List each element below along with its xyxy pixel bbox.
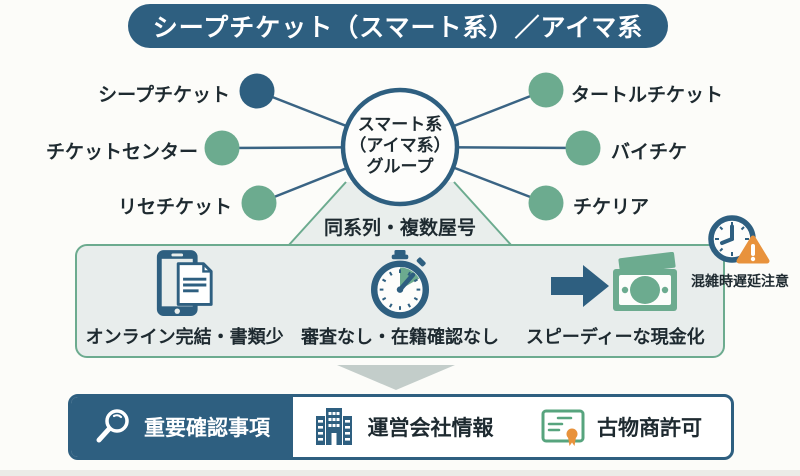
feature-item-fast-cash: スピーディーな現金化 <box>508 246 723 356</box>
arrow-to-banknote-icon <box>549 246 681 323</box>
title-banner: シープチケット（スマート系）／アイマ系 <box>128 4 668 48</box>
hub-circle <box>340 87 460 207</box>
feature-label-online: オンライン完結・書類少 <box>85 327 284 348</box>
node-label-sheep-ticket: シープチケット <box>98 84 230 106</box>
bottom-edge-strip <box>0 470 800 476</box>
node-dot-sheep-ticket <box>239 73 275 109</box>
hub-center-line2: （アイマ系） <box>349 136 451 156</box>
hub-center-line1: スマート系 <box>357 115 443 135</box>
delay-warning: 混雑時遅延注意 <box>684 213 796 291</box>
hub-center-line3: グループ <box>366 157 434 177</box>
certificate-icon <box>541 409 585 446</box>
hub-diagram <box>204 72 601 247</box>
feature-item-online: オンライン完結・書類少 <box>77 246 292 356</box>
footer-primary-label: 重要確認事項 <box>144 416 270 440</box>
node-label-ticket-center: チケットセンター <box>45 141 198 163</box>
magnifier-icon <box>96 409 129 443</box>
footer-company-label: 運営会社情報 <box>367 416 494 440</box>
node-label-chikeria: チケリア <box>573 196 650 218</box>
building-icon <box>315 408 352 445</box>
node-dot-ticket-center <box>204 130 240 166</box>
smartphone-document-icon <box>153 246 217 323</box>
funnel-edge-left <box>287 181 347 247</box>
feature-item-no-check: 審査なし・在籍確認なし <box>292 246 507 356</box>
stopwatch-icon <box>365 246 435 323</box>
footer-bar: 重要確認事項 <box>68 394 734 460</box>
node-dot-turtle-ticket <box>528 72 564 108</box>
footer-license-label: 古物商許可 <box>597 416 702 440</box>
funnel-shape <box>288 182 512 246</box>
clock-warning-icon <box>708 215 770 264</box>
feature-label-no-check: 審査なし・在籍確認なし <box>300 327 499 348</box>
feature-label-fast-cash: スピーディーな現金化 <box>525 327 705 348</box>
down-arrow <box>337 365 455 390</box>
node-label-turtle-ticket: タートルチケット <box>571 84 724 106</box>
funnel-edge-right <box>453 181 513 247</box>
delay-warning-label: 混雑時遅延注意 <box>691 274 789 290</box>
node-dot-rise-ticket <box>241 185 277 221</box>
hub-caption: 同系列・複数屋号 <box>323 217 476 239</box>
hub-center-label: スマート系 （アイマ系） グループ <box>340 115 460 178</box>
footer-item-license: 古物商許可 <box>512 397 731 457</box>
node-label-baichike: バイチケ <box>611 141 688 163</box>
footer-primary-important-items: 重要確認事項 <box>71 397 293 457</box>
node-dot-baichike <box>565 130 601 166</box>
feature-panel: オンライン完結・書類少 <box>75 244 725 358</box>
node-dot-chikeria <box>528 185 564 221</box>
node-label-rise-ticket: リセチケット <box>117 196 232 218</box>
footer-item-company-info: 運営会社情報 <box>293 397 512 457</box>
